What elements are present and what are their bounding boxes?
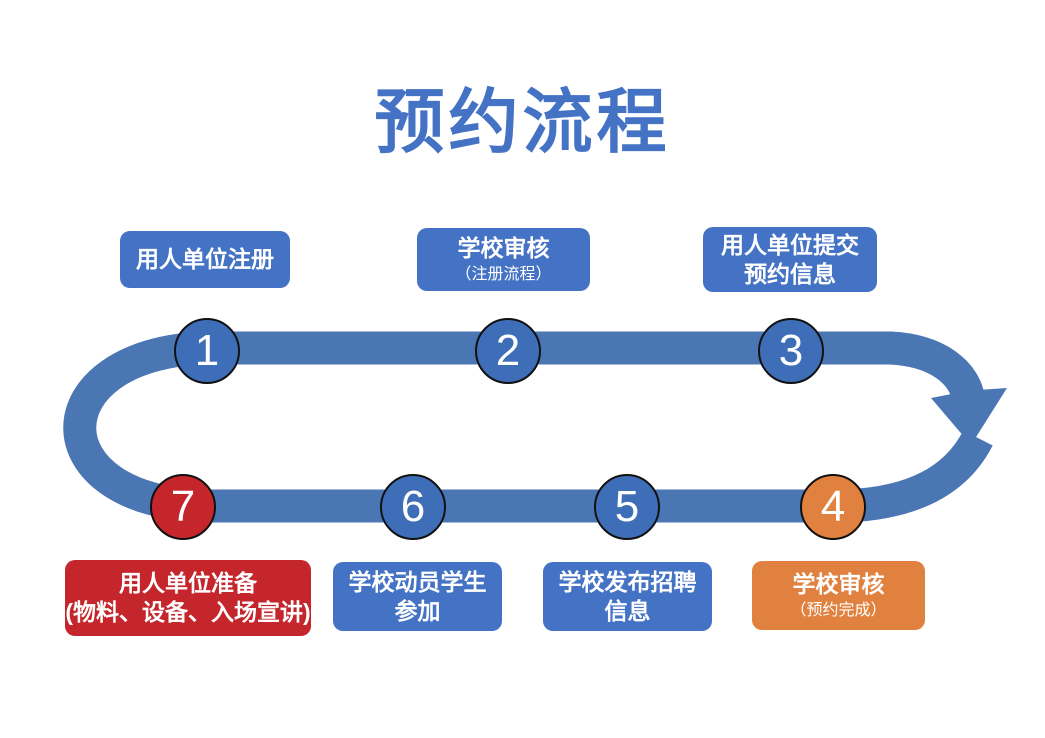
step-circle-3-number: 3 [778,326,804,375]
step-label-2-subtext: （注册流程） [455,265,552,283]
step-circle-3: 3 [758,318,824,384]
flow-arrowhead-icon [931,388,1007,445]
step-label-2: 学校审核 （注册流程） [417,228,590,291]
step-circle-4: 4 [800,474,866,540]
page-title: 预约流程 [374,83,671,161]
step-label-1-text: 用人单位注册 [136,246,274,273]
flow-loop-band [63,331,993,523]
step-circle-6: 6 [380,474,446,540]
step-circle-7: 7 [150,474,216,540]
step-label-5-text-line2: 信息 [604,597,651,624]
step-label-1: 用人单位注册 [120,231,290,288]
step-label-2-text: 学校审核 [457,235,550,262]
step-label-4-subtext: （预约完成） [790,601,887,619]
step-label-7: 用人单位准备 (物料、设备、入场宣讲) [65,560,311,636]
step-circle-7-number: 7 [170,482,196,531]
step-label-6-text-line2: 参加 [394,597,441,624]
step-label-7-text: 用人单位准备 [119,570,257,597]
step-label-3-text-line2: 预约信息 [744,260,836,287]
step-circle-6-number: 6 [400,482,426,531]
step-label-5-text: 学校发布招聘 [558,568,697,595]
step-label-6-text: 学校动员学生 [348,568,487,595]
step-circle-1-number: 1 [194,326,220,375]
step-label-4-text: 学校审核 [792,571,885,598]
step-circle-2: 2 [475,318,541,384]
step-label-3: 用人单位提交 预约信息 [703,227,877,292]
step-circle-1: 1 [174,318,240,384]
step-circle-5-number: 5 [614,482,640,531]
step-circle-4-number: 4 [820,482,846,531]
step-circle-2-number: 2 [495,326,521,375]
step-label-4: 学校审核 （预约完成） [752,561,925,630]
step-label-5: 学校发布招聘 信息 [543,562,712,631]
step-circle-5: 5 [594,474,660,540]
flow-loop-right-arc [888,331,986,405]
step-label-3-text: 用人单位提交 [721,231,859,258]
step-label-7-text-line2: (物料、设备、入场宣讲) [65,599,311,625]
step-label-6: 学校动员学生 参加 [333,562,502,631]
